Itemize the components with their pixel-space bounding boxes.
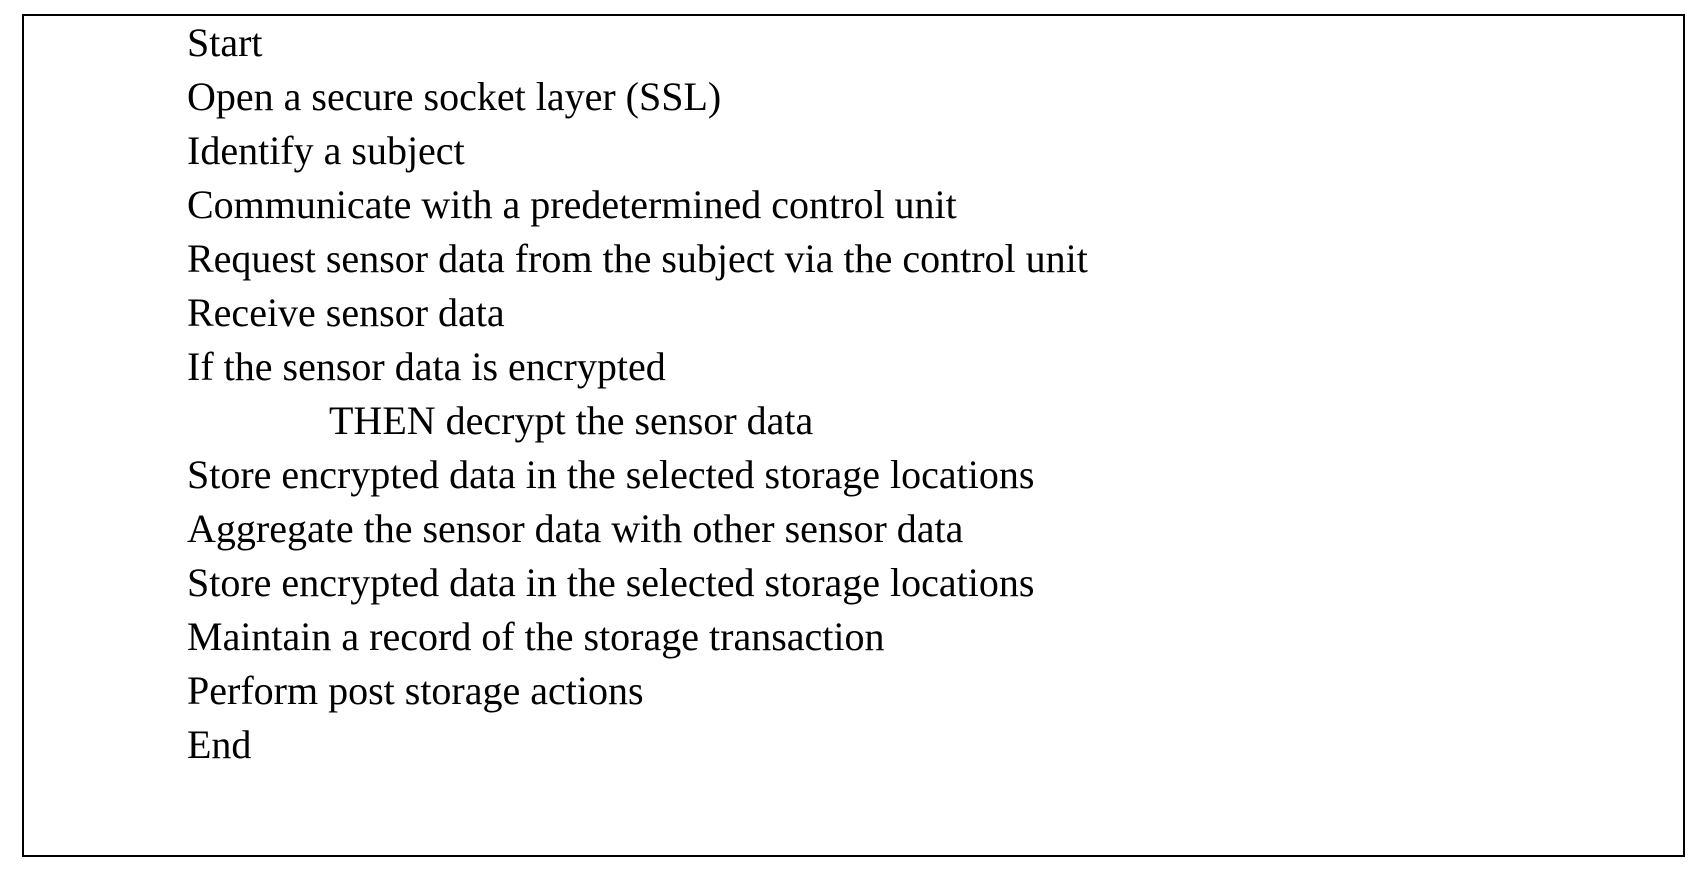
step-maintain-record: Maintain a record of the storage transac… [187, 610, 1088, 664]
step-request-sensor-data: Request sensor data from the subject via… [187, 232, 1088, 286]
step-open-ssl: Open a secure socket layer (SSL) [187, 70, 1088, 124]
step-receive-sensor-data: Receive sensor data [187, 286, 1088, 340]
step-communicate-control-unit: Communicate with a predetermined control… [187, 178, 1088, 232]
step-if-encrypted: If the sensor data is encrypted [187, 340, 1088, 394]
step-post-storage-actions: Perform post storage actions [187, 664, 1088, 718]
step-aggregate: Aggregate the sensor data with other sen… [187, 502, 1088, 556]
procedure-steps: Start Open a secure socket layer (SSL) I… [187, 16, 1088, 772]
step-end: End [187, 718, 1088, 772]
step-store-encrypted-1: Store encrypted data in the selected sto… [187, 448, 1088, 502]
step-then-decrypt: THEN decrypt the sensor data [187, 394, 1088, 448]
step-store-encrypted-2: Store encrypted data in the selected sto… [187, 556, 1088, 610]
step-identify-subject: Identify a subject [187, 124, 1088, 178]
step-start: Start [187, 16, 1088, 70]
procedure-box: Start Open a secure socket layer (SSL) I… [22, 14, 1685, 857]
